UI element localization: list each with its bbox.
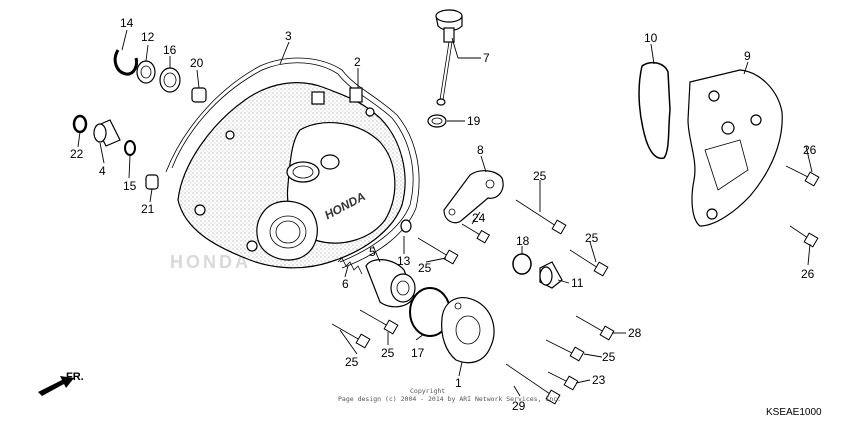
callout-7: 7	[483, 51, 490, 65]
callout-1: 1	[455, 376, 462, 390]
callout-25-lower-right: 25	[602, 350, 616, 364]
callout-20: 20	[190, 56, 204, 70]
crankcase-cover: HONDA	[165, 57, 420, 269]
callout-12: 12	[141, 30, 155, 44]
seal-stack	[113, 49, 207, 103]
bolts	[331, 165, 820, 405]
callout-17: 17	[411, 346, 425, 360]
oil-filter-cover	[441, 297, 495, 364]
callout-11: 11	[571, 276, 584, 290]
callout-6: 6	[342, 277, 349, 291]
copyright-line-1: Copyright	[410, 387, 445, 395]
callout-18: 18	[516, 234, 530, 248]
callout-24: 24	[472, 211, 486, 225]
callout-4: 4	[99, 164, 106, 178]
callout-22: 22	[70, 147, 84, 161]
callout-19: 19	[467, 114, 481, 128]
callout-9: 9	[744, 49, 751, 63]
callout-26-lower: 26	[801, 267, 815, 281]
callout-23: 23	[592, 373, 606, 387]
callout-21: 21	[141, 202, 155, 216]
dowel-pin	[145, 174, 159, 190]
callout-25-lower-center: 25	[381, 346, 395, 360]
sealing-washer	[400, 219, 412, 233]
callout-16: 16	[163, 43, 177, 57]
callout-25-lower-left: 25	[345, 355, 359, 369]
callout-25-upper-right: 25	[585, 231, 599, 245]
callout-27: 28	[628, 326, 642, 340]
callout-labels: 14 12 16 20 3 2 7 19 10 9 4 22 15 21 8 2…	[70, 16, 817, 413]
callout-15: 15	[123, 179, 137, 193]
callout-8: 8	[477, 143, 484, 157]
copyright-line-2: Page design (c) 2004 - 2014 by ARI Netwo…	[338, 395, 561, 403]
watermark-text: HONDA	[170, 252, 251, 272]
callout-26-upper: 26	[803, 143, 817, 157]
o-ring	[427, 114, 447, 128]
oil-level-dipstick	[435, 9, 463, 106]
callout-28: 25	[533, 169, 547, 183]
plug-o-ring	[512, 253, 532, 275]
callout-13: 13	[397, 254, 411, 268]
callout-10: 10	[644, 31, 658, 45]
callout-25-mid: 25	[418, 261, 432, 275]
front-direction-arrow: FR.	[38, 371, 84, 396]
bracket	[443, 170, 504, 224]
callout-2: 2	[354, 55, 361, 69]
callout-3: 3	[285, 29, 292, 43]
callout-5: 5	[369, 245, 376, 259]
callout-29: 29	[512, 399, 526, 413]
sprocket-cover-group	[638, 61, 783, 227]
diagram-code: KSEAE1000	[766, 407, 822, 418]
oil-filter-parts	[337, 257, 416, 308]
front-label: FR.	[66, 371, 84, 383]
leader-lines	[77, 29, 813, 397]
callout-14: 14	[120, 16, 134, 30]
